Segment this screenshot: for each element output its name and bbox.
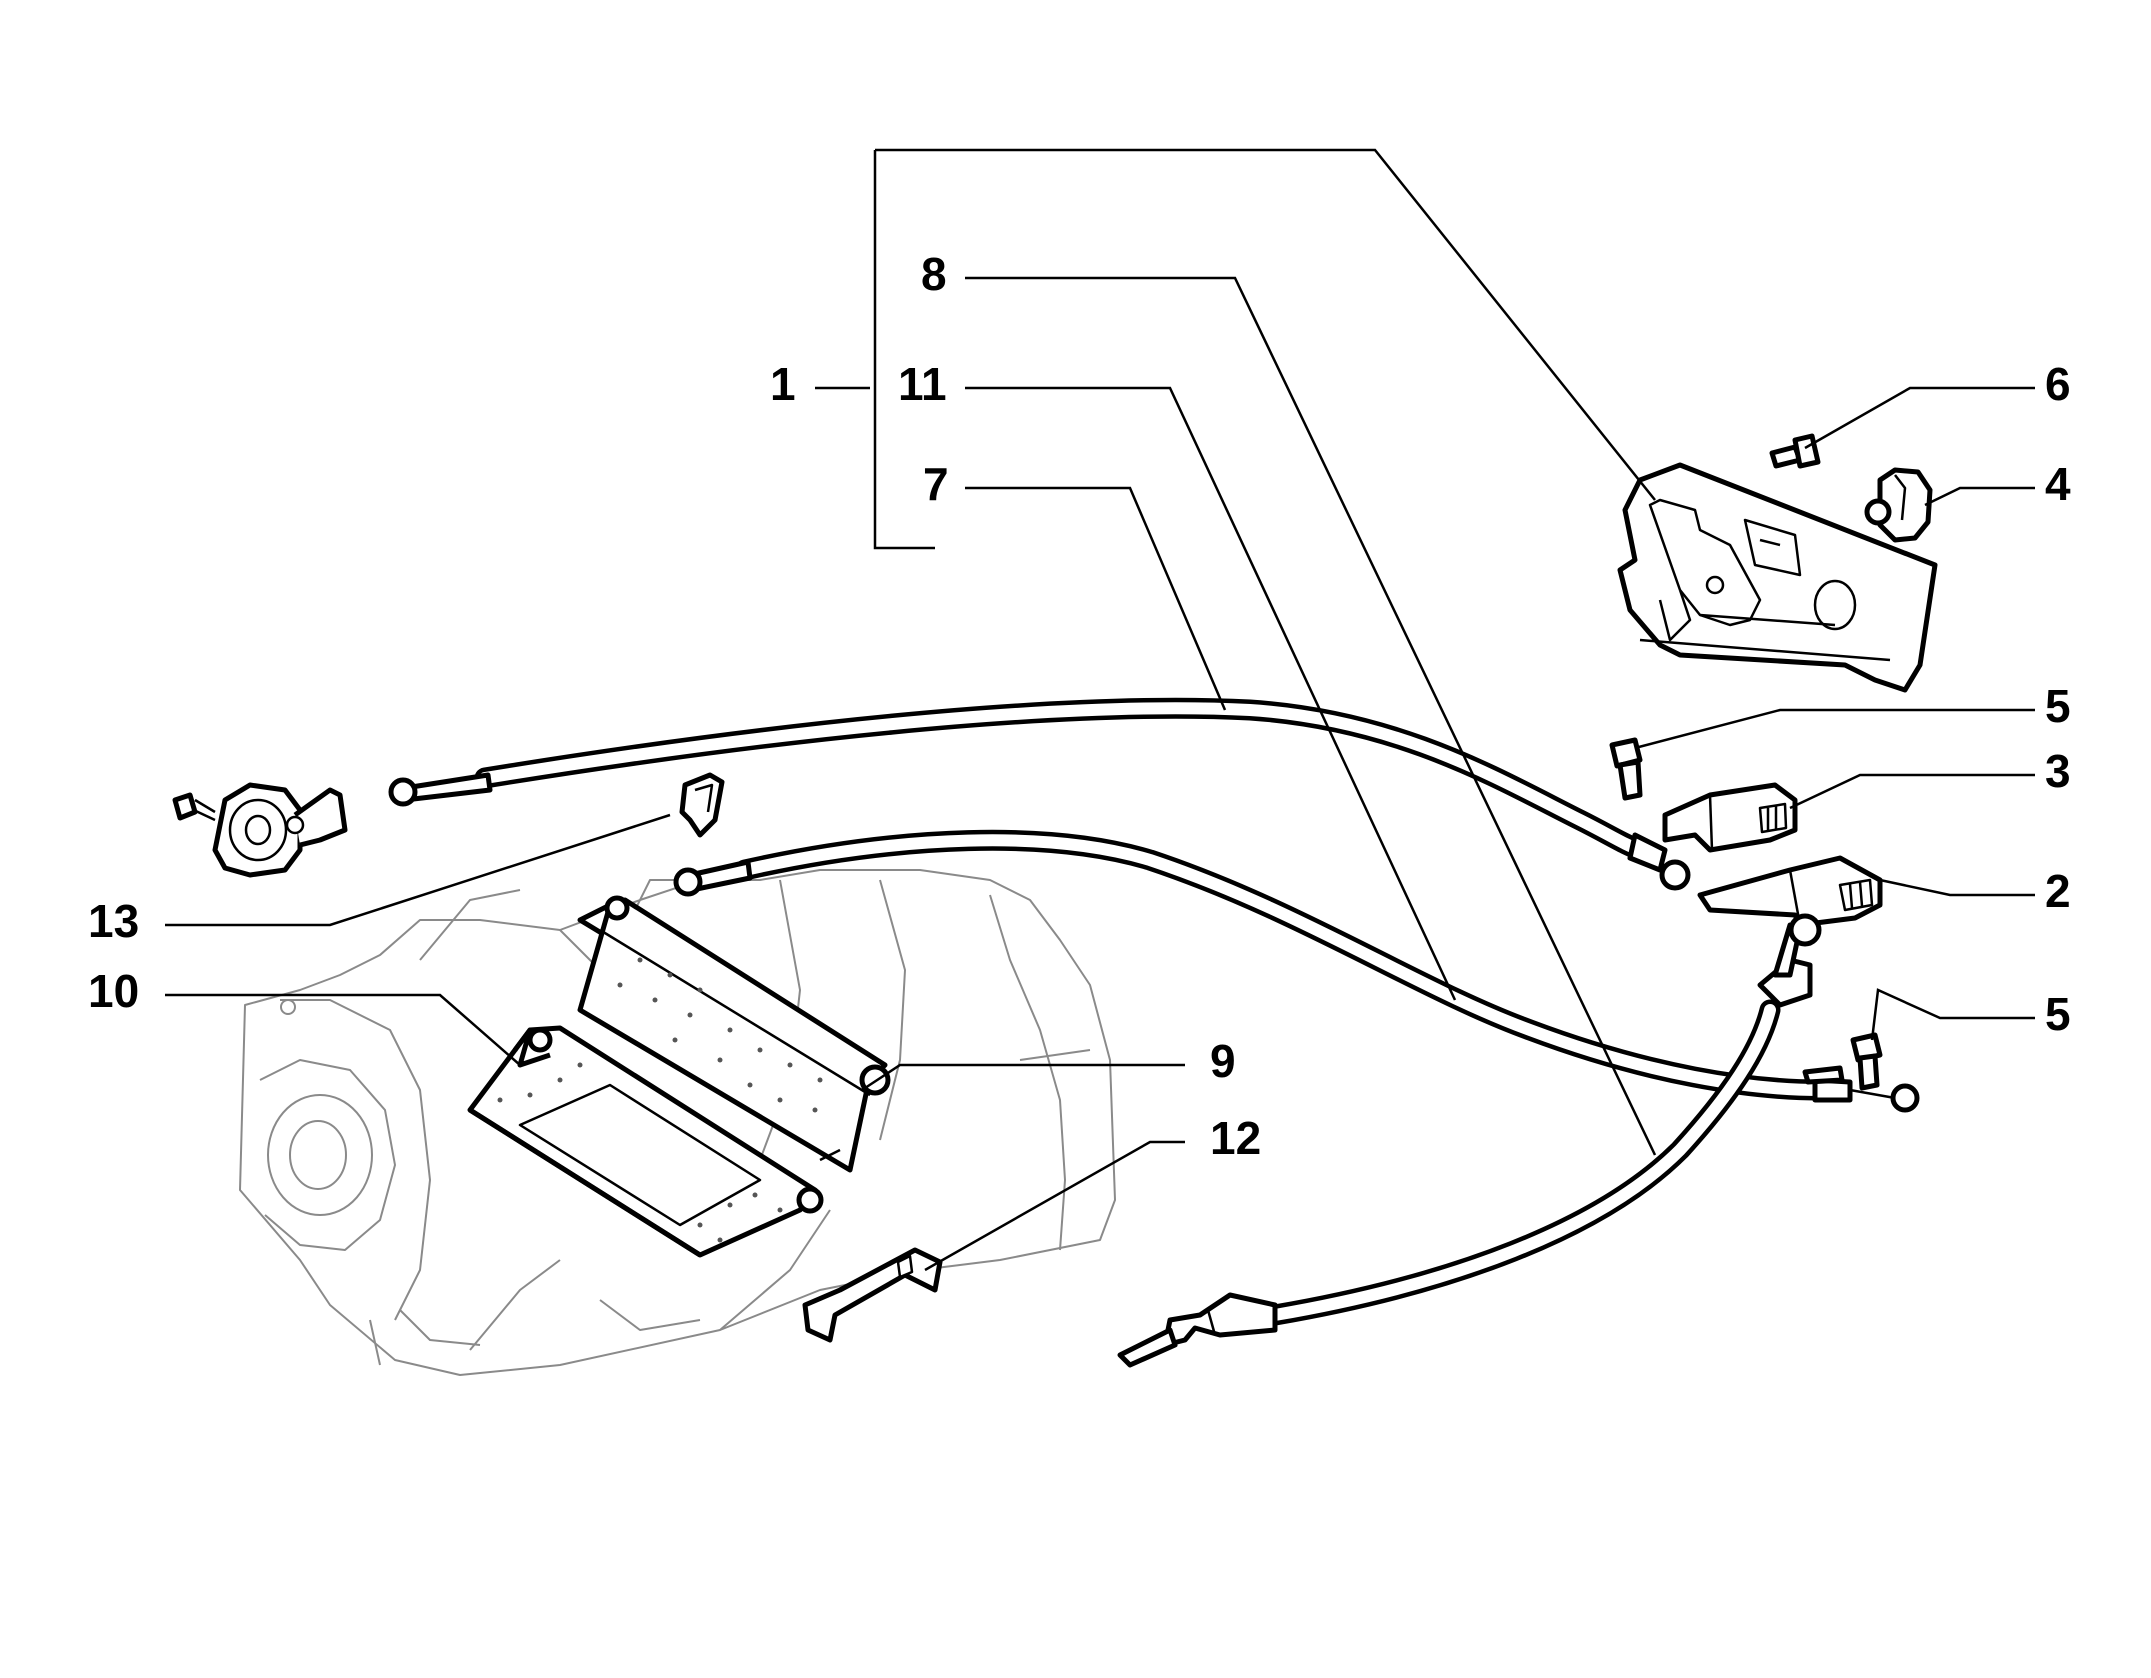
flap-plate-part-10: [467, 1025, 824, 1258]
callout-12: 12: [1210, 1112, 1261, 1164]
callout-9: 9: [1210, 1035, 1236, 1087]
callout-6: 6: [2045, 358, 2071, 410]
flap-plate-part-9: [577, 895, 891, 1173]
cable-part-7: [388, 697, 1691, 891]
callout-4: 4: [2045, 458, 2071, 510]
clip-part-13: [679, 772, 725, 838]
callout-5-upper: 5: [2045, 680, 2071, 732]
callout-7: 7: [923, 458, 949, 510]
callout-10: 10: [88, 965, 139, 1017]
callout-2: 2: [2045, 865, 2071, 917]
cable-part-11: [673, 829, 1920, 1113]
knob-part-4: [1864, 467, 1933, 543]
callout-8: 8: [921, 248, 947, 300]
callout-11: 11: [898, 358, 947, 410]
callout-3: 3: [2045, 745, 2071, 797]
cable-part-8: [1117, 913, 1822, 1368]
screw-part-6: [1769, 433, 1821, 469]
bracket-part-12: [802, 1247, 943, 1343]
callout-13: 13: [88, 895, 139, 947]
screw-part-5-upper: [1609, 737, 1643, 801]
callout-1: 1: [770, 358, 796, 410]
callout-5-lower: 5: [2045, 988, 2071, 1040]
screw-part-5-lower: [1850, 1032, 1883, 1091]
control-panel-housing-part-1: [1617, 462, 1938, 693]
leader-lines: [165, 148, 2035, 1272]
callout-labels: 1 11 8 7 6 4 5 3 2 5 13 10 9 12: [88, 248, 2071, 1164]
slider-part-2: [1697, 855, 1883, 928]
actuator-motor: [172, 782, 348, 878]
slider-part-3: [1662, 782, 1798, 853]
